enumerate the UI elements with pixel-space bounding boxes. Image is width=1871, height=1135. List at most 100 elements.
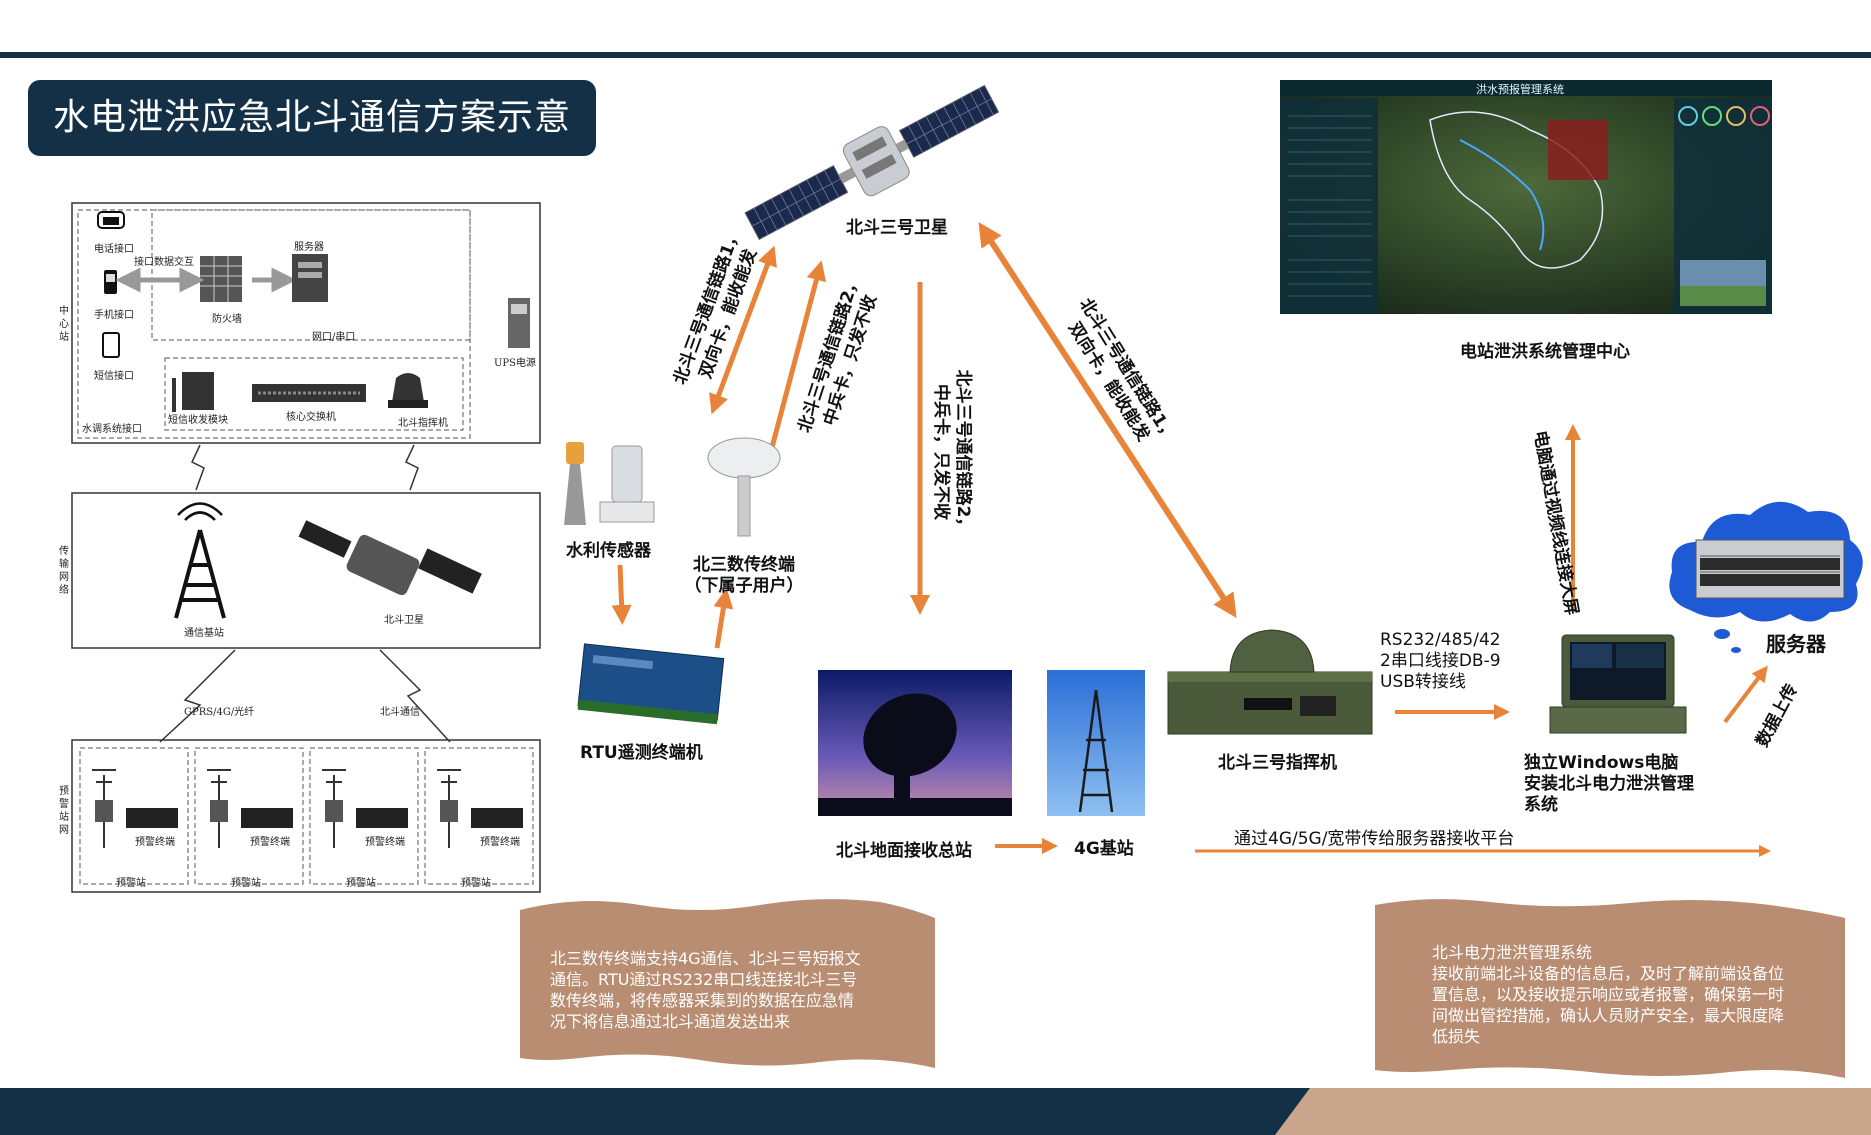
sketch-port-label: 网口/串口 — [312, 332, 356, 343]
top-divider-line — [0, 52, 1871, 58]
server-label: 服务器 — [1766, 632, 1826, 656]
sketch-zigzag-3 — [159, 649, 236, 743]
warning-station-sketches — [92, 769, 523, 848]
rs-label-line1: RS232/485/42 — [1380, 630, 1501, 650]
warning-station-label-3: 预警站 — [346, 878, 376, 889]
sketch-warning-frame — [71, 739, 541, 893]
rs-label-line2: 2串口线接DB-9 — [1380, 651, 1501, 671]
upload-arrow — [1723, 665, 1768, 724]
sketch-transport-frame — [71, 492, 541, 649]
sketch-gprs-label: GPRS/4G/光纤 — [184, 707, 255, 718]
server-cloud-icon — [1669, 501, 1863, 653]
sketch-tower-icon — [174, 502, 226, 619]
satellite-label: 北斗三号卫星 — [846, 218, 948, 238]
rs-label-line3: USB转接线 — [1380, 672, 1466, 692]
right-note: 北斗电力泄洪管理系统 接收前端北斗设备的信息后，及时了解前端设备位 置信息，以及… — [1432, 942, 1832, 1047]
sketch-transport-label: 传输网络 — [59, 546, 69, 596]
left-note-shape — [520, 899, 935, 1068]
rtu-terminal-arrow — [713, 588, 734, 649]
sketch-server-label: 服务器 — [294, 242, 324, 253]
left-note-line3: 数传终端，将传感器采集到的数据在应急情 — [550, 991, 855, 1010]
warning-terminal-label-3: 预警终端 — [365, 837, 405, 848]
warning-terminal-label-4: 预警终端 — [480, 837, 520, 848]
right-note-line3: 置信息，以及接收提示响应或者报警，确保第一时 — [1432, 985, 1785, 1004]
sms-icon — [102, 332, 120, 358]
flood-system-title: 洪水预报管理系统 — [1476, 83, 1564, 96]
sketch-satellite-icon — [298, 520, 482, 596]
sketch-commander-icon — [388, 373, 428, 408]
terminal-label-1: 北三数传终端 — [693, 555, 795, 575]
rtu-label: RTU遥测终端机 — [580, 743, 703, 763]
sketch-switch-label: 核心交换机 — [286, 412, 336, 423]
left-note: 北三数传终端支持4G通信、北斗三号短报文 通信。RTU通过RS232串口线连接北… — [550, 948, 930, 1032]
left-note-line4: 况下将信息通过北斗通道发送出来 — [550, 1012, 791, 1031]
sketch-zigzag-1 — [191, 444, 205, 491]
pc-label-2: 安装北斗电力泄洪管理 — [1524, 774, 1694, 794]
mobile-icon — [104, 270, 117, 294]
sketch-center-label: 中心站 — [59, 306, 69, 343]
water-sensor-label: 水利传感器 — [566, 541, 651, 561]
warning-terminal-label-1: 预警终端 — [135, 837, 175, 848]
mgmt-center-label: 电站泄洪系统管理中心 — [1460, 342, 1630, 362]
rtu-icon — [577, 643, 725, 725]
beidou-terminal-icon — [707, 437, 781, 537]
link2b-label: 北斗三号通信链路2， 中兵卡，只发不收 — [930, 352, 974, 552]
phone-icon — [97, 211, 125, 229]
core-switch-icon — [252, 384, 366, 402]
sketch-sms-module-label: 短信收发模块 — [168, 415, 228, 426]
sketch-sms-label: 短信接口 — [94, 371, 134, 382]
sketch-mobile-label: 手机接口 — [94, 310, 134, 321]
right-note-line4: 间做出管控措施，确认人员财产安全，最大限度降 — [1432, 1006, 1785, 1025]
warning-station-label-2: 预警站 — [231, 878, 261, 889]
sketch-zigzag-4 — [379, 649, 451, 743]
sketch-exchange-label: 接口数据交互 — [134, 257, 194, 268]
sketch-center-frame — [71, 202, 541, 444]
sketch-zigzag-2 — [405, 444, 419, 491]
sensor-rtu-arrow — [611, 564, 632, 625]
right-note-line5: 低损失 — [1432, 1027, 1481, 1046]
sketch-firewall-label: 防火墙 — [212, 314, 242, 325]
right-note-shape — [1375, 899, 1845, 1078]
beidou-satellite-icon — [744, 84, 1000, 240]
warning-station-label-1: 预警站 — [116, 878, 146, 889]
sketch-tower-label: 通信基站 — [184, 628, 224, 639]
server-sketch-icon — [292, 254, 328, 302]
page-title: 水电泄洪应急北斗通信方案示意 — [28, 80, 596, 156]
pc-label-1: 独立Windows电脑 — [1524, 753, 1679, 773]
link1b-arrow — [978, 221, 1237, 619]
warning-station-label-4: 预警站 — [461, 878, 491, 889]
rugged-laptop-icon — [1549, 634, 1687, 734]
ups-icon — [508, 298, 530, 348]
sketch-sat-label: 北斗卫星 — [384, 615, 424, 626]
beidou-commander-icon — [1167, 629, 1373, 735]
4g-base-label: 4G基站 — [1074, 839, 1134, 859]
sketch-commander-label: 北斗指挥机 — [398, 418, 448, 429]
left-note-line2: 通信。RTU通过RS232串口线连接北斗三号 — [550, 970, 858, 989]
ground-station-label: 北斗地面接收总站 — [836, 841, 972, 861]
sms-module-icon — [172, 372, 214, 412]
4g-tower-photo — [1047, 670, 1145, 816]
rs-label: RS232/485/42 2串口线接DB-9 USB转接线 — [1380, 630, 1501, 693]
terminal-label-2: （下属子用户） — [684, 576, 804, 596]
left-note-line1: 北三数传终端支持4G通信、北斗三号短报文 — [550, 949, 861, 968]
broadband-label: 通过4G/5G/宽带传给服务器接收平台 — [1234, 829, 1515, 849]
sketch-water-label: 水调系统接口 — [82, 424, 142, 435]
sketch-bdcomm-label: 北斗通信 — [380, 707, 420, 718]
pc-label-3: 系统 — [1524, 795, 1558, 815]
link2b-label-line2: 中兵卡，只发不收 — [931, 384, 951, 520]
sketch-phone-label: 电话接口 — [94, 244, 134, 255]
sketch-warning-label: 预警站网 — [59, 786, 69, 836]
link1-arrow — [709, 245, 777, 415]
commander-label: 北斗三号指挥机 — [1218, 753, 1337, 773]
warning-terminal-label-2: 预警终端 — [250, 837, 290, 848]
right-note-line1: 北斗电力泄洪管理系统 — [1432, 943, 1593, 962]
link2-up-arrow — [767, 260, 827, 456]
right-note-line2: 接收前端北斗设备的信息后，及时了解前端设备位 — [1432, 964, 1785, 983]
water-sensor-icon — [564, 442, 655, 525]
ground-station-photo — [818, 670, 1012, 816]
sketch-ups-label: UPS电源 — [494, 358, 537, 369]
link2b-label-line1: 北斗三号通信链路2， — [953, 369, 973, 535]
firewall-icon — [200, 256, 242, 302]
flood-system-screen: 洪水预报管理系统 — [1280, 80, 1772, 314]
